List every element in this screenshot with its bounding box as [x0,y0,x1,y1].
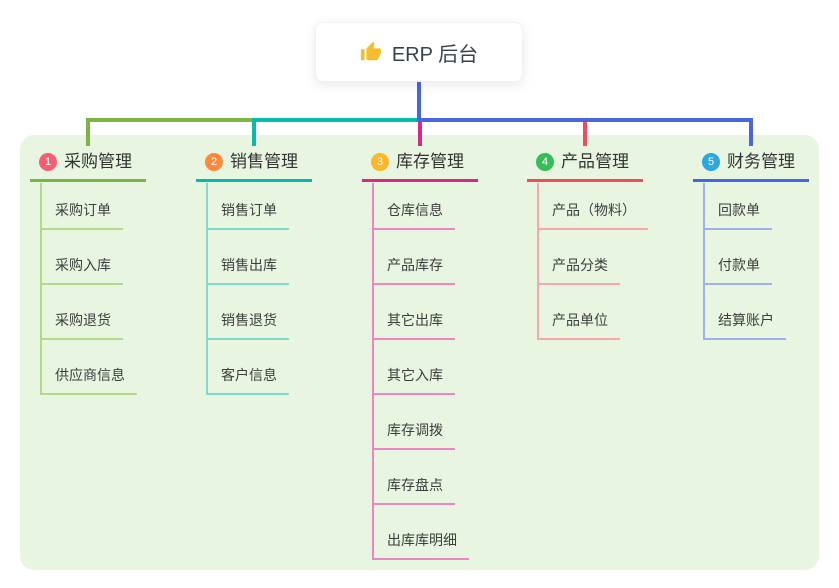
child-node[interactable]: 产品单位 [537,312,620,340]
thumbs-up-icon [360,41,382,63]
child-node[interactable]: 库存盘点 [372,477,455,505]
child-node[interactable]: 产品库存 [372,257,455,285]
child-node[interactable]: 回款单 [703,202,772,230]
child-node[interactable]: 采购退货 [40,312,123,340]
child-node[interactable]: 采购入库 [40,257,123,285]
branch-number-badge: 5 [702,153,720,171]
branch-number-badge: 4 [536,153,554,171]
child-node[interactable]: 销售出库 [206,257,289,285]
branch-node[interactable]: 4 产品管理 [527,150,643,182]
branch-title: 库存管理 [396,152,464,171]
child-node[interactable]: 销售退货 [206,312,289,340]
child-node[interactable]: 产品（物料） [537,202,648,230]
branch-title: 采购管理 [64,152,132,171]
branch-number-badge: 3 [371,153,389,171]
branch-title: 财务管理 [727,152,795,171]
root-title: ERP 后台 [391,43,479,66]
branch-title: 产品管理 [561,152,629,171]
child-node[interactable]: 仓库信息 [372,202,455,230]
child-node[interactable]: 产品分类 [537,257,620,285]
child-node[interactable]: 库存调拨 [372,422,455,450]
child-spine [206,183,208,395]
branch-title: 销售管理 [230,152,298,171]
child-node[interactable]: 其它入库 [372,367,455,395]
child-node[interactable]: 客户信息 [206,367,289,395]
panel-background [20,135,819,570]
child-node[interactable]: 销售订单 [206,202,289,230]
branch-node[interactable]: 5 财务管理 [693,150,809,182]
child-spine [40,183,42,395]
child-node[interactable]: 采购订单 [40,202,123,230]
child-spine [537,183,539,340]
root-node[interactable]: ERP 后台 [315,22,523,82]
child-node[interactable]: 供应商信息 [40,367,137,395]
branch-node[interactable]: 1 采购管理 [30,150,146,182]
child-node[interactable]: 其它出库 [372,312,455,340]
branch-node[interactable]: 3 库存管理 [362,150,478,182]
child-node[interactable]: 付款单 [703,257,772,285]
branch-node[interactable]: 2 销售管理 [196,150,312,182]
child-spine [372,183,374,560]
child-node[interactable]: 出库库明细 [372,532,469,560]
branch-number-badge: 2 [205,153,223,171]
child-spine [703,183,705,340]
branch-number-badge: 1 [39,153,57,171]
child-node[interactable]: 结算账户 [703,312,786,340]
